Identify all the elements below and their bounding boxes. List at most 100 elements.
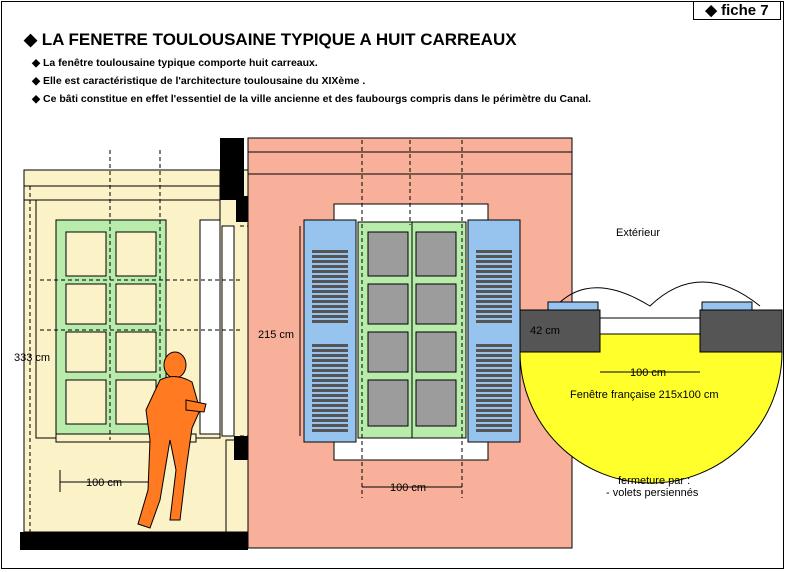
bullet-text: Ce bâti constitue en effet l'essentiel d… [43, 93, 592, 105]
slat [476, 349, 512, 352]
fiche-text: fiche 7 [721, 2, 769, 19]
slat [312, 275, 348, 278]
shutter-slats [476, 250, 512, 432]
slat [312, 300, 348, 303]
slat [312, 419, 348, 422]
dim-label-plan-100: 100 cm [630, 367, 666, 379]
slat [476, 295, 512, 298]
slat [476, 354, 512, 357]
wall-cut-sill [234, 436, 248, 460]
page-title-text: LA FENETRE TOULOUSAINE TYPIQUE A HUIT CA… [41, 30, 517, 49]
window-type-label: Fenêtre française 215x100 cm [570, 389, 719, 401]
slat [476, 265, 512, 268]
slat [476, 384, 512, 387]
dim-label-100-left: 100 cm [86, 477, 122, 489]
shutter-slats [312, 250, 348, 432]
guide-lines [361, 140, 463, 498]
window-panes [65, 231, 157, 425]
slat [312, 280, 348, 283]
slat [312, 285, 348, 288]
slat [312, 389, 348, 392]
slat [312, 310, 348, 313]
slat [312, 320, 348, 323]
slat [476, 379, 512, 382]
slat [476, 250, 512, 253]
slat [312, 270, 348, 273]
slat [312, 369, 348, 372]
slat [476, 275, 512, 278]
slat [476, 255, 512, 258]
slat [312, 399, 348, 402]
slat [476, 305, 512, 308]
slat [476, 364, 512, 367]
slat [312, 404, 348, 407]
slat [476, 310, 512, 313]
slat [476, 320, 512, 323]
slat [476, 429, 512, 432]
slat [312, 429, 348, 432]
lintel-band [23, 185, 221, 201]
slat [312, 315, 348, 318]
plan-wall-right [699, 309, 783, 353]
slat [476, 394, 512, 397]
slat [312, 354, 348, 357]
slat [476, 404, 512, 407]
slat [312, 250, 348, 253]
bullet-list: ◆ La fenêtre toulousaine typique comport… [32, 54, 591, 108]
slat [476, 270, 512, 273]
dim-label-333: 333 cm [14, 352, 50, 364]
slat [312, 394, 348, 397]
exterior-elevation [247, 137, 573, 549]
bullet-item: ◆ Elle est caractéristique de l'architec… [32, 75, 366, 87]
page-title: ◆ LA FENETRE TOULOUSAINE TYPIQUE A HUIT … [24, 30, 517, 49]
shutter-profile [221, 225, 235, 437]
slat [476, 399, 512, 402]
slat [312, 364, 348, 367]
plan-shutter [547, 301, 599, 311]
right-shutter [467, 219, 521, 443]
window-profile [199, 219, 221, 435]
slat [476, 424, 512, 427]
fiche-label: ◆ fiche 7 [693, 1, 781, 20]
slat [476, 419, 512, 422]
slat [312, 379, 348, 382]
left-shutter [303, 219, 357, 443]
slat [476, 344, 512, 347]
exterior-panes [367, 231, 457, 427]
slat [312, 295, 348, 298]
bullet-text: La fenêtre toulousaine typique comporte … [43, 57, 318, 69]
plan-shutter [701, 301, 753, 311]
sill [55, 433, 197, 443]
bullet-text: Elle est caractéristique de l'architectu… [43, 75, 366, 87]
slat [312, 359, 348, 362]
slat [312, 424, 348, 427]
slat [312, 409, 348, 412]
slat [312, 255, 348, 258]
slat [312, 260, 348, 263]
shutter-swing-arcs [539, 281, 761, 331]
slat [476, 359, 512, 362]
slat [476, 315, 512, 318]
slat [476, 290, 512, 293]
slat [312, 344, 348, 347]
closure-item: - volets persiennés [606, 487, 699, 499]
exterior-label: Extérieur [616, 227, 660, 239]
slat [312, 290, 348, 293]
slat [476, 285, 512, 288]
slat [312, 349, 348, 352]
slat [476, 369, 512, 372]
dim-label-215: 215 cm [258, 329, 294, 341]
slat [476, 260, 512, 263]
closure-title: fermeture par : [618, 475, 690, 487]
window-swing-area [519, 331, 783, 484]
dim-label-42: 42 cm [530, 325, 560, 337]
plan-view [519, 281, 783, 484]
slat [476, 389, 512, 392]
bullet-item: ◆ La fenêtre toulousaine typique comport… [32, 57, 318, 69]
floor-slab [20, 532, 248, 550]
slat [476, 374, 512, 377]
slat [312, 384, 348, 387]
slat [476, 300, 512, 303]
